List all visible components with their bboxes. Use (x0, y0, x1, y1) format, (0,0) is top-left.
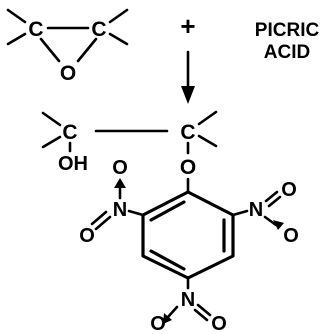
product-left-substituent-lower (41, 135, 62, 149)
benzene-ring (141, 190, 235, 280)
nitro-bottom-oxygen-right: O (211, 313, 227, 334)
nitro-right-arrowhead (273, 220, 284, 230)
reagent-label-line1: PICRIC (255, 20, 320, 41)
reagent-label-line2: ACID (264, 42, 310, 63)
nitro-left-double-bond-a (94, 215, 112, 231)
nitro-group-bottom: N O O (150, 276, 227, 334)
ring-outline (141, 190, 235, 280)
nitro-bottom-nitrogen: N (181, 289, 195, 311)
nitro-right-n-o-arrow-bond (263, 215, 278, 227)
nitro-group-right: N O O (231, 179, 299, 247)
epoxide-carbon-left: C (28, 18, 43, 41)
plus-sign: + (180, 11, 195, 41)
product-carbon-left: C (62, 121, 77, 144)
epoxide-co-bond-left (39, 37, 61, 63)
nitro-right-ring-bond (231, 209, 249, 217)
nitro-right-oxygen-lower: O (283, 225, 299, 247)
nitro-left-nitrogen: N (113, 199, 127, 221)
nitro-right-nitrogen: N (249, 199, 263, 221)
epoxide-right-substituent-upper (108, 8, 129, 24)
nitro-right-double-bond-b (267, 195, 282, 208)
nitro-right-oxygen-upper: O (281, 179, 297, 201)
ring-double-bond-upper-left (149, 200, 186, 222)
epoxide-right-substituent-lower (108, 32, 129, 46)
product-right-substituent-upper (197, 110, 218, 126)
epoxide-oxygen: O (60, 62, 76, 85)
epoxide-co-bond-right (76, 37, 98, 63)
epoxide-carbon-right: C (91, 18, 106, 41)
product-molecule: C OH C O (41, 110, 218, 194)
arrow-head (181, 86, 195, 104)
ring-double-bond-lower-left (149, 249, 186, 271)
nitro-bottom-n-o-arrow-bond (166, 305, 179, 319)
nitro-left-ring-bond (127, 209, 145, 217)
product-right-substituent-lower (197, 134, 218, 148)
nitro-bottom-oxygen-left: O (150, 313, 166, 334)
hydroxyl-group: OH (58, 153, 88, 175)
product-carbon-right: C (180, 121, 195, 144)
nitro-left-oxygen-lower: O (79, 225, 95, 247)
epoxide-left-substituent-lower (6, 32, 27, 46)
nitro-left-oxygen-upper: O (112, 157, 128, 179)
nitro-bottom-double-bond-b (193, 308, 209, 322)
nitro-bottom-arrowhead (163, 313, 172, 324)
nitro-left-double-bond-b (90, 210, 108, 226)
nitro-right-double-bond-a (264, 190, 279, 203)
epoxide-left-substituent-upper (6, 8, 27, 24)
nitro-left-arrowhead (114, 178, 126, 188)
nitro-group-left: N O O (79, 157, 145, 247)
ether-oxygen: O (180, 156, 196, 179)
epoxide-molecule: C C O (6, 8, 129, 85)
nitro-bottom-double-bond-a (196, 303, 212, 317)
product-left-substituent-upper (41, 111, 62, 127)
reaction-arrow (181, 50, 195, 104)
